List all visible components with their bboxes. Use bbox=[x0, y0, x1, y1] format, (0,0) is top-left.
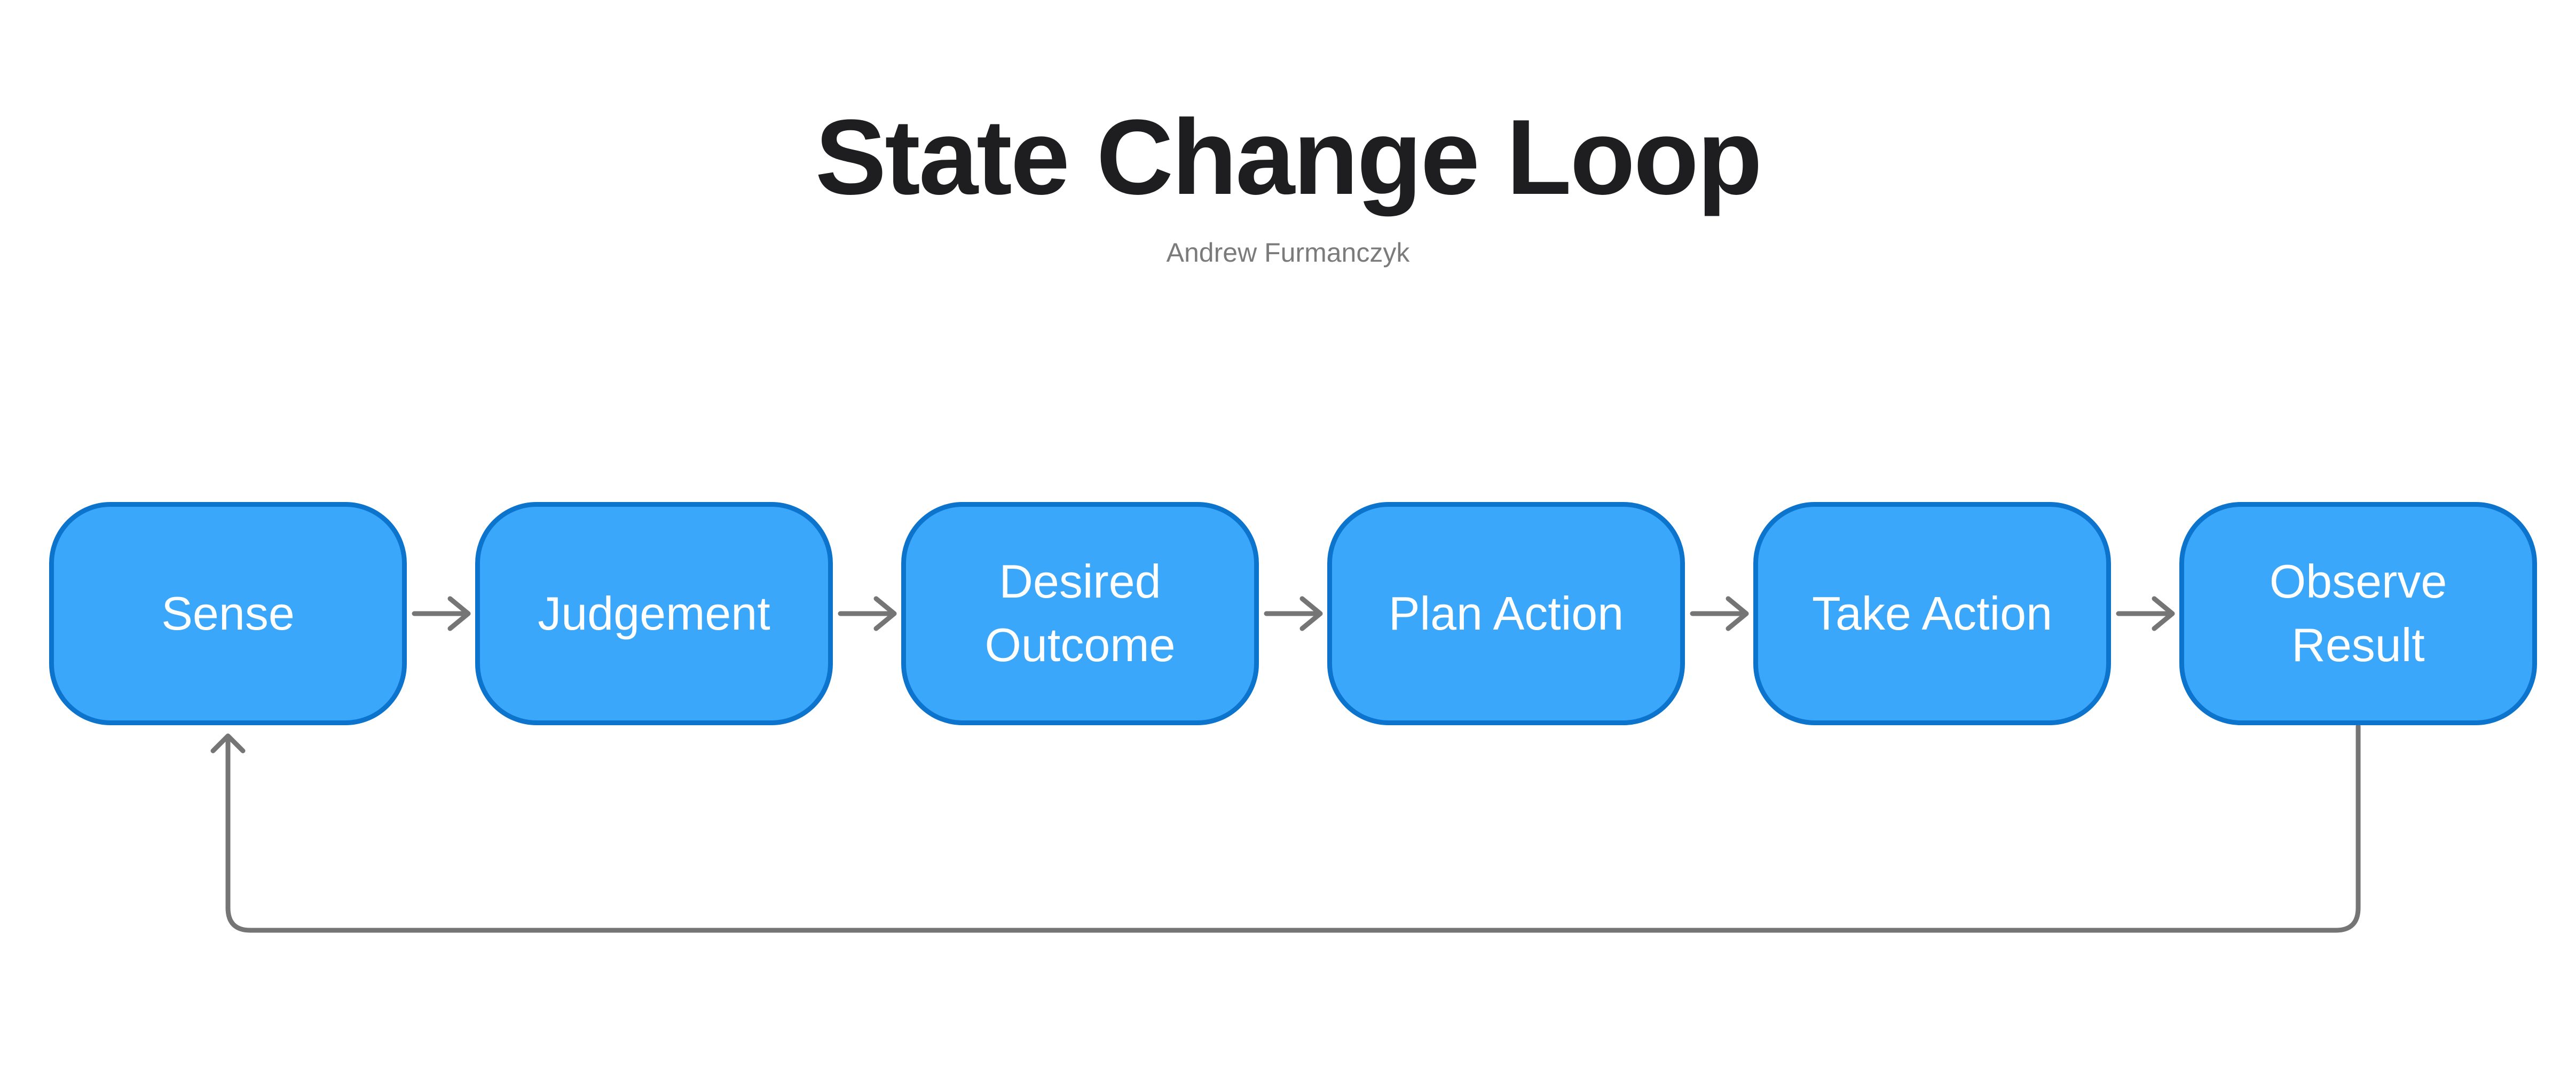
diagram-author: Andrew Furmanczyk bbox=[1166, 238, 1410, 268]
node-observe-result: Observe Result bbox=[2179, 502, 2537, 725]
node-judgement: Judgement bbox=[475, 502, 833, 725]
node-label: Judgement bbox=[538, 586, 770, 640]
node-plan-action: Plan Action bbox=[1327, 502, 1685, 725]
arrow-sense-to-judgement-icon bbox=[412, 596, 471, 631]
node-label: Sense bbox=[161, 586, 295, 640]
feedback-loop-arrow-icon bbox=[210, 724, 2361, 933]
node-label: Desired Outcome bbox=[984, 555, 1176, 671]
arrow-take-action-to-observe-result-icon bbox=[2116, 596, 2175, 631]
node-desired-outcome: Desired Outcome bbox=[901, 502, 1259, 725]
arrow-plan-action-to-take-action-icon bbox=[1690, 596, 1749, 631]
node-sense: Sense bbox=[49, 502, 407, 725]
node-label: Observe Result bbox=[2269, 555, 2447, 671]
arrow-judgement-to-desired-outcome-icon bbox=[838, 596, 897, 631]
node-label: Take Action bbox=[1811, 586, 2053, 640]
node-take-action: Take Action bbox=[1753, 502, 2111, 725]
arrow-desired-outcome-to-plan-action-icon bbox=[1264, 596, 1323, 631]
node-label: Plan Action bbox=[1388, 586, 1624, 640]
diagram-title: State Change Loop bbox=[815, 98, 1762, 217]
